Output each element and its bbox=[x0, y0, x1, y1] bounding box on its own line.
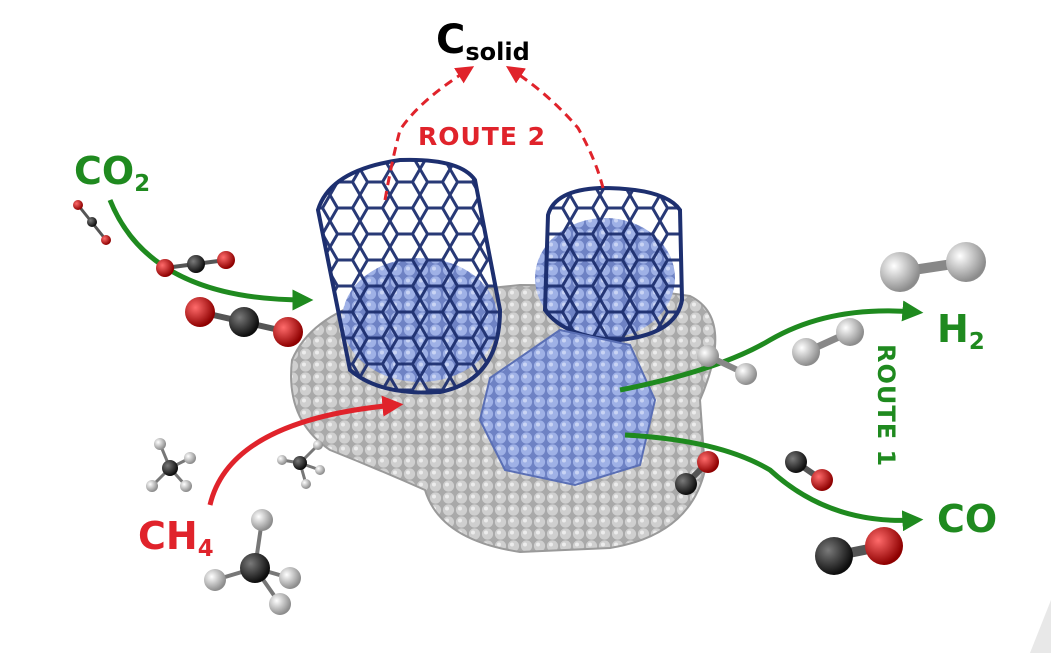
ch4-molecule-1 bbox=[146, 438, 196, 492]
h2-molecule-3 bbox=[880, 242, 986, 292]
ch4-molecule-2 bbox=[277, 440, 325, 489]
h2-subscript: 2 bbox=[969, 329, 985, 355]
co2-inflow-arrow bbox=[110, 200, 305, 300]
h2-label: H2 bbox=[937, 310, 985, 354]
co2-main: CO bbox=[74, 149, 134, 193]
co2-subscript: 2 bbox=[134, 171, 150, 197]
ch4-subscript: 4 bbox=[198, 536, 214, 562]
co2-molecule-small bbox=[73, 200, 111, 245]
co2-molecule-medium bbox=[156, 251, 235, 277]
c-solid-main: C bbox=[436, 17, 465, 63]
c-solid-subscript: solid bbox=[465, 38, 529, 66]
ch4-molecule-3 bbox=[204, 509, 301, 615]
h2-main: H bbox=[937, 307, 969, 351]
co2-molecule-large bbox=[185, 297, 303, 347]
route2-label: ROUTE 2 bbox=[418, 124, 546, 149]
ch4-label: CH4 bbox=[138, 517, 214, 561]
carbon-nanotube-right bbox=[545, 188, 682, 340]
co-molecule-3 bbox=[815, 527, 903, 575]
co-label: CO bbox=[937, 500, 997, 538]
co2-label: CO2 bbox=[74, 152, 150, 196]
c-solid-label: Csolid bbox=[436, 20, 530, 64]
route1-label: ROUTE 1 bbox=[874, 344, 898, 467]
ch4-main: CH bbox=[138, 514, 198, 558]
